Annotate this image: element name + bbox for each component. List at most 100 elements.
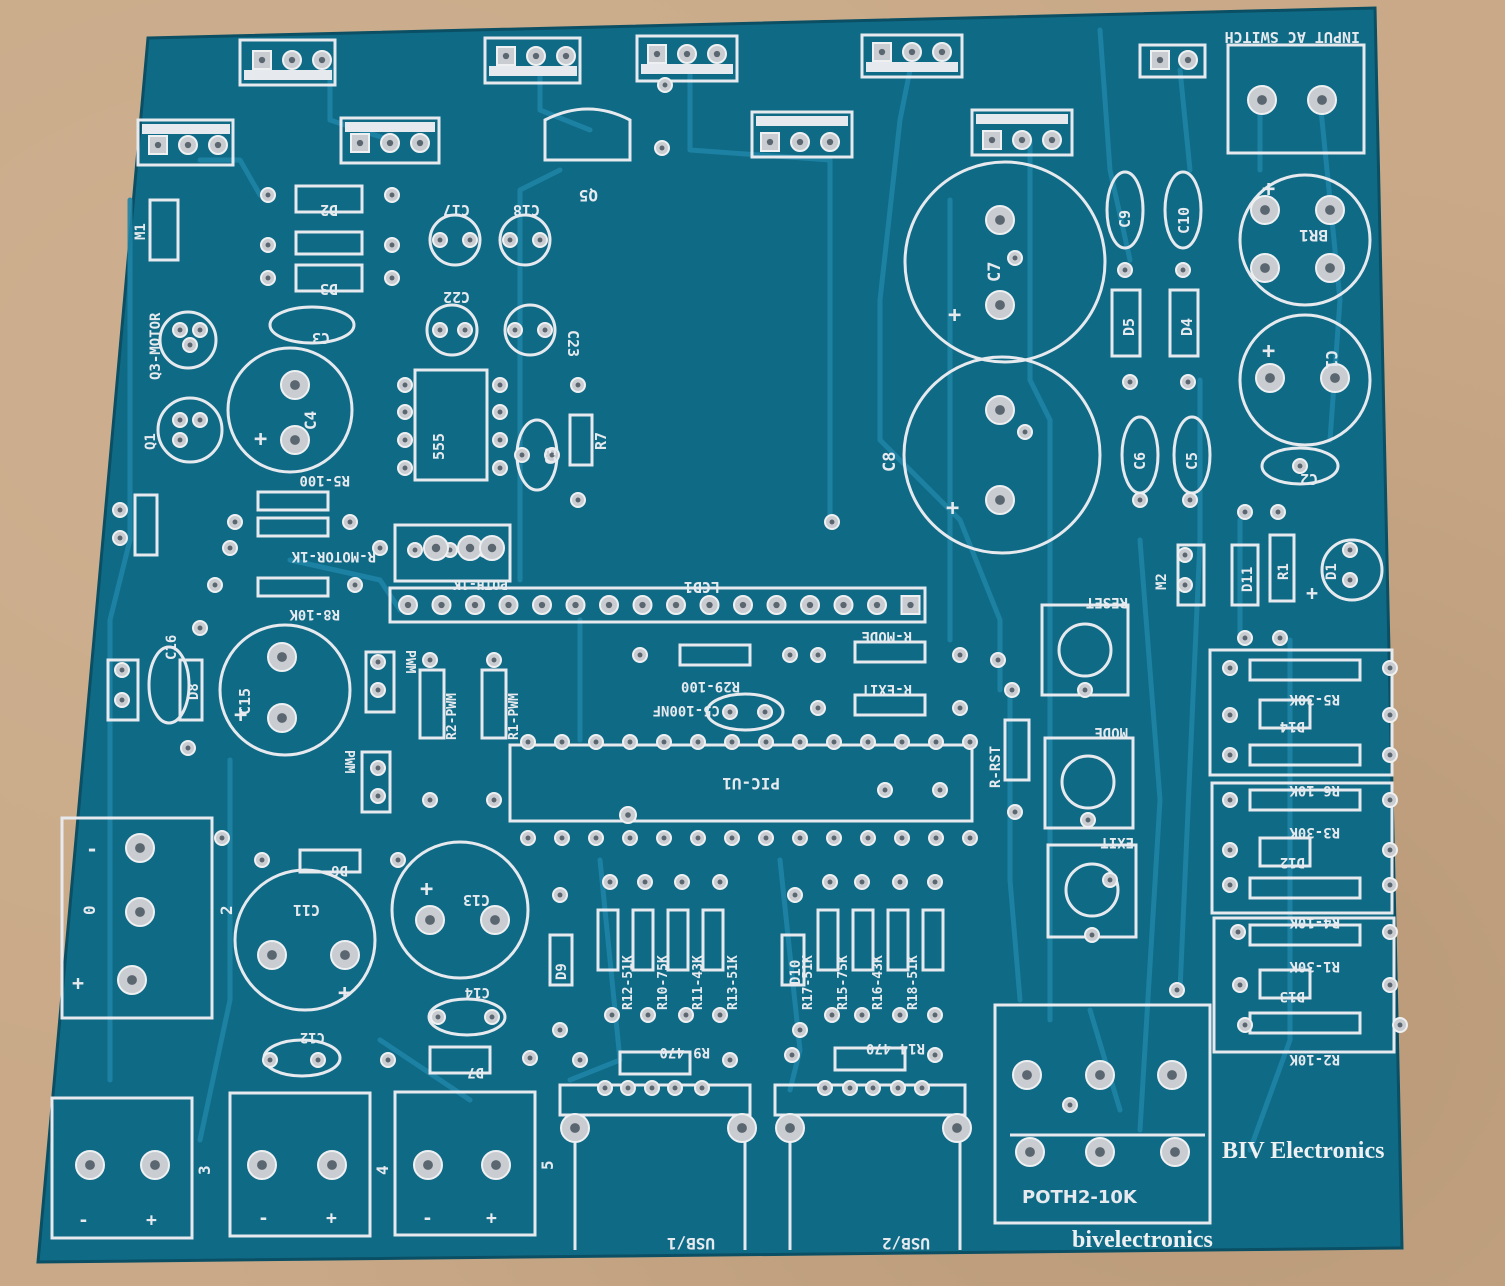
pad-hole [437, 237, 443, 243]
pad-hole [435, 1014, 441, 1020]
pad-hole [491, 657, 497, 663]
pad-hole [822, 1085, 828, 1091]
pad-hole [412, 547, 418, 553]
header-connectors-top [136, 33, 1366, 167]
pcb-board-edge [36, 6, 1404, 1264]
label-d9: D9 [554, 963, 570, 980]
pad-hole [462, 327, 468, 333]
pad-hole [532, 52, 540, 60]
pad-hole [197, 327, 203, 333]
label-minus-t5: - [422, 1208, 433, 1229]
pad-hole [1012, 255, 1018, 261]
pad-hole [932, 1012, 938, 1018]
pad-hole [491, 1160, 501, 1170]
pad-hole [267, 1057, 273, 1063]
pad-hole [1277, 635, 1283, 641]
pad-hole [232, 519, 238, 525]
label-c17: C17 [443, 201, 470, 219]
pad-hole [831, 739, 837, 745]
pad-hole [787, 652, 793, 658]
label-m2: M2 [1154, 573, 1170, 590]
pad-hole [672, 601, 680, 609]
label-r7: R7 [592, 432, 610, 450]
label-q5: Q5 [579, 186, 598, 205]
pad-hole [1009, 687, 1015, 693]
pad-hole [737, 1123, 747, 1133]
pad-hole [1018, 136, 1026, 144]
pad-hole [873, 601, 881, 609]
label-c14: C14 [465, 984, 490, 1000]
label-d2: D2 [320, 201, 338, 219]
pad-hole [519, 452, 525, 458]
pad-hole [1330, 373, 1340, 383]
pad-hole [427, 797, 433, 803]
pad-hole [259, 857, 265, 863]
pad-hole [402, 382, 408, 388]
pad-hole [895, 1085, 901, 1091]
pad-hole [497, 437, 503, 443]
label-d8: D8 [186, 683, 202, 700]
pad-hole [1107, 877, 1113, 883]
pad-hole [288, 56, 296, 64]
label-plus-t5: + [486, 1208, 497, 1229]
pad-hole [150, 1160, 160, 1170]
pad-hole [135, 843, 145, 853]
pad-hole [699, 1085, 705, 1091]
pad-hole [1048, 136, 1056, 144]
label-poth1: POTH-1K [453, 576, 508, 591]
pad-hole [766, 138, 774, 146]
pad-hole [119, 667, 125, 673]
pad-hole [967, 739, 973, 745]
pad-hole [679, 879, 685, 885]
pad-hole [932, 1052, 938, 1058]
label-c15: C15 [236, 688, 254, 715]
pad-hole [1170, 1147, 1180, 1157]
pad-hole [185, 745, 191, 751]
label-r8: R8-10K [289, 606, 340, 622]
pad-hole [1095, 1070, 1105, 1080]
label-d14: D14 [1280, 718, 1305, 734]
pad-hole [826, 138, 834, 146]
pad-hole [865, 739, 871, 745]
label-c8: C8 [880, 452, 900, 472]
pad-hole [315, 1057, 321, 1063]
pad-hole [135, 907, 145, 917]
pad-hole [729, 835, 735, 841]
pad-hole [625, 812, 631, 818]
pad-hole [557, 1027, 563, 1033]
pad-hole [1275, 509, 1281, 515]
label-c12: C12 [300, 1029, 325, 1045]
pad-hole [395, 857, 401, 863]
label-reset: RESET [1086, 594, 1128, 610]
pad-hole [695, 835, 701, 841]
label-usb2: USB/2 [882, 1234, 930, 1253]
pad-hole [957, 705, 963, 711]
pad-hole [859, 879, 865, 885]
label-plus-c4: + [254, 427, 267, 452]
pad-hole [995, 300, 1005, 310]
label-terminal-4: 4 [373, 1165, 392, 1175]
pad-hole [1022, 1070, 1032, 1080]
pad-hole [525, 739, 531, 745]
pad-hole [1237, 982, 1243, 988]
pad-hole [933, 739, 939, 745]
pad-hole [575, 382, 581, 388]
pad-hole [1095, 1147, 1105, 1157]
pad-hole [649, 1085, 655, 1091]
pad-hole [1387, 982, 1393, 988]
label-d6: D6 [331, 862, 348, 878]
pad-hole [899, 739, 905, 745]
pad-hole [933, 835, 939, 841]
pad-hole [559, 835, 565, 841]
label-c10: C10 [1175, 207, 1193, 234]
label-c3: C3 [312, 329, 330, 347]
pad-hole [389, 192, 395, 198]
pad-hole [1227, 752, 1233, 758]
pad-hole [937, 787, 943, 793]
pad-hole [645, 1012, 651, 1018]
label-c18: C18 [513, 201, 540, 219]
label-r4-10k: R4-10K [1289, 914, 1340, 930]
label-r6-10k: R6-10K [1289, 782, 1340, 798]
label-minus-t4: - [258, 1208, 269, 1229]
